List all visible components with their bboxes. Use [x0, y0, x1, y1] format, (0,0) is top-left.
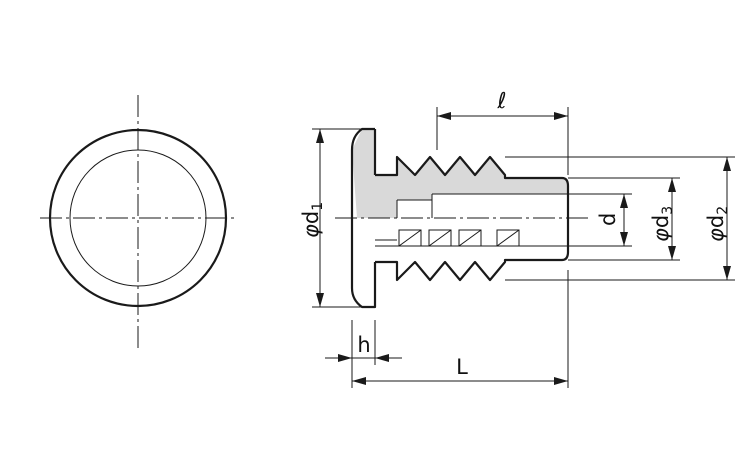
head-section-shading — [352, 129, 375, 218]
slot-4 — [496, 229, 520, 247]
shank-outline — [375, 155, 570, 282]
dim-d1-sub: 1 — [310, 202, 326, 211]
dimension-d3: φd3 — [568, 177, 680, 261]
dimension-d1: φd1 — [299, 128, 362, 308]
dim-d3-base: d — [649, 215, 673, 228]
dimension-l: ℓ — [436, 89, 569, 175]
dim-d3-sub: 3 — [660, 206, 676, 215]
slot-1 — [398, 229, 422, 247]
dim-d2-phi: φ — [704, 228, 728, 242]
end-view — [40, 95, 238, 350]
slot-2 — [428, 229, 452, 247]
dimension-d: d — [568, 193, 632, 247]
slots — [398, 229, 520, 247]
dim-d-label: d — [596, 213, 620, 226]
dim-h-label: h — [357, 333, 370, 357]
dim-d1-base: d — [299, 211, 323, 224]
dim-d1-label: φd1 — [299, 202, 326, 238]
slot-3 — [458, 229, 482, 247]
dim-d2-label: φd2 — [704, 206, 731, 242]
dim-d3-label: φd3 — [649, 206, 676, 242]
dim-l-label: ℓ — [496, 89, 506, 114]
dim-d2-sub: 2 — [715, 206, 731, 215]
dim-d2-base: d — [704, 215, 728, 228]
dimension-h: h — [325, 320, 402, 388]
head-outline — [350, 127, 377, 309]
dim-d3-phi: φ — [649, 228, 673, 242]
dim-d1-phi: φ — [299, 224, 323, 238]
dim-L-label: L — [456, 355, 468, 379]
side-view — [335, 127, 590, 309]
dimension-L: L — [352, 270, 569, 388]
dimension-d2: φd2 — [505, 156, 735, 281]
